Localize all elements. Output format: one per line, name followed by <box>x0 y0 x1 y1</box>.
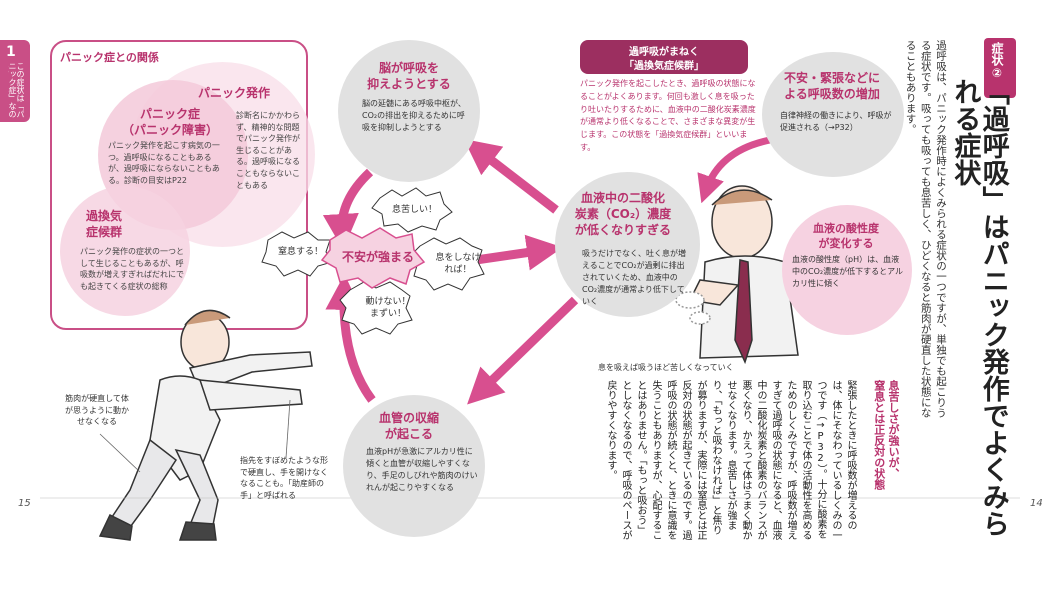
panic-disorder-title: パニック症 （パニック障害） <box>120 106 220 138</box>
syndrome-header-box <box>580 40 748 74</box>
vessel-text: 血液pHが急激にアルカリ性に傾くと血管が収縮しやすくなり、手足のしびれや筋肉のけ… <box>366 447 478 492</box>
caption-stiff: 筋肉が硬直して体が思うように動かせなくなる <box>65 394 129 427</box>
panic-disorder-text: パニック発作を起こす病気の一つ。過呼吸になることもあるが、過呼吸にならないことも… <box>108 141 220 185</box>
symptom-badge <box>984 38 1016 98</box>
acidity-circle <box>782 205 912 335</box>
body-text: 緊張したときに呼吸数が増えるのは、体にそなわっているしくみの一つです（→P32）… <box>605 380 856 540</box>
burst-suffocate: 窒息する！ <box>278 247 324 257</box>
vessel-title-line2: が起こる <box>384 427 433 442</box>
burst-breathless: 息苦しい！ <box>392 205 438 215</box>
arrow-co2-to-vessel <box>467 296 579 405</box>
callout-hand-line <box>285 399 291 459</box>
co2-title: 血液中の二酸化 炭素（CO₂）濃度 が低くなりすぎる <box>568 190 678 239</box>
hyper-syndrome-title: 過換気 症候群 <box>74 208 134 240</box>
arrow-increase-to-co2 <box>697 136 771 204</box>
co2-title-line2: 炭素（CO₂）濃度 <box>574 207 672 222</box>
chapter-side-tab <box>0 40 30 122</box>
brain-title-line2: 抑えようとする <box>367 77 451 92</box>
burst-2-shape <box>261 231 333 277</box>
co2-title-line1: 血液中の二酸化 <box>580 191 665 205</box>
panic-attack-title: パニック発作 <box>198 86 271 100</box>
syndrome-header-line2: 「過換気症候群」 <box>624 61 704 72</box>
breath-increase-title-line1: 不安・緊張などに <box>783 71 880 85</box>
co2-circle <box>555 172 700 317</box>
caption-breath: 息を吸えば吸うほど苦しくなっていく <box>598 363 734 372</box>
breathing-man-illustration <box>675 185 799 365</box>
page-number-right: 14 <box>1030 498 1043 509</box>
symptom-badge-text: 症状② <box>990 42 1004 80</box>
brain-title-line1: 脳が呼吸を <box>378 61 439 75</box>
hyperventilation-circle <box>60 186 190 316</box>
arrow-brain-to-anxiety <box>322 168 374 250</box>
burst-3-shape <box>411 237 485 291</box>
vessel-circle <box>343 395 485 537</box>
callout-stiff-line <box>99 433 141 473</box>
syndrome-text: パニック発作を起こしたとき、過呼吸の状態になることがよくあります。何回も激しく息… <box>580 79 756 152</box>
vessel-title: 血管の収縮 が起こる <box>352 410 466 442</box>
sub-heading-line2: 窒息とは正反対の状態 <box>872 380 886 490</box>
burst-cannot-move: 動けない！まずい！ <box>365 297 411 320</box>
chapter-tab-label: この症状は「パニック症」なのか？ <box>8 62 24 118</box>
syndrome-header-line1: 過呼吸がまねく <box>629 47 699 58</box>
breath-increase-circle <box>762 52 904 177</box>
brain-text: 脳の延髄にある呼吸中枢が、CO₂の排出を抑えるために呼吸を抑制しようとする <box>362 99 466 132</box>
caption-hand: 指先をすぼめたような形で硬直し、手を開けなくなることも。「助産師の手」と呼ばれる <box>240 456 328 500</box>
burst-must-breathe: 息をしなければ！ <box>435 253 481 276</box>
hyper-syndrome-title-line1: 過換気 <box>85 209 122 223</box>
chapter-number: 1 <box>6 44 16 60</box>
panic-attack-text: 診断名にかかわらず、精神的な問題でパニック発作が生じることがある。過呼吸になるこ… <box>236 111 300 190</box>
arrow-co2-to-brain <box>463 139 559 214</box>
relation-box-title: パニック症との関係 <box>60 51 159 64</box>
anxiety-burst-shape <box>320 227 426 289</box>
lead-text: 過呼吸は、パニック発作時によくみられる症状の一つですが、単独でも起こりうる症状で… <box>904 40 947 418</box>
panic-disorder-title-line1: パニック症 <box>139 107 200 121</box>
breath-increase-title: 不安・緊張などに よる呼吸数の増加 <box>772 70 892 102</box>
acidity-title: 血液の酸性度 が変化する <box>790 222 902 252</box>
vessel-title-line1: 血管の収縮 <box>378 411 439 425</box>
page-title: 「過呼吸」はパニック発作でよくみられる症状 <box>949 78 1009 537</box>
sub-heading: 息苦しさが強いが、 窒息とは正反対の状態 <box>862 380 900 530</box>
brain-circle <box>338 40 480 182</box>
burst-4-shape <box>339 281 413 335</box>
anxiety-label: 不安が強まる <box>342 250 415 264</box>
co2-title-line3: が低くなりすぎる <box>574 223 671 238</box>
breath-increase-title-line2: よる呼吸数の増加 <box>784 87 880 102</box>
acidity-text: 血液の酸性度（pH）は、血液中のCO₂濃度が低下するとアルカリ性に傾く <box>792 255 904 288</box>
page-number-left: 15 <box>18 498 31 509</box>
acidity-title-line1: 血液の酸性度 <box>813 222 879 235</box>
sub-heading-line1: 息苦しさが強いが、 <box>887 380 900 479</box>
breath-increase-text: 自律神経の働きにより、呼吸が促進される（→P32） <box>780 111 892 132</box>
running-man-illustration <box>98 309 313 541</box>
co2-text: 吸うだけでなく、吐く息が増えることでCO₂が過剰に排出されていくため、血液中のC… <box>582 249 686 306</box>
brain-title: 脳が呼吸を 抑えようとする <box>352 60 466 92</box>
hyper-syndrome-text: パニック発作の症状の一つとして生じることもあるが、呼吸数が増えすぎればだれにでも… <box>80 247 184 291</box>
hyper-syndrome-title-line2: 症候群 <box>85 225 122 240</box>
burst-1-shape <box>371 187 453 233</box>
acidity-title-line2: が変化する <box>818 236 874 250</box>
panic-disorder-title-line2: （パニック障害） <box>121 123 218 138</box>
